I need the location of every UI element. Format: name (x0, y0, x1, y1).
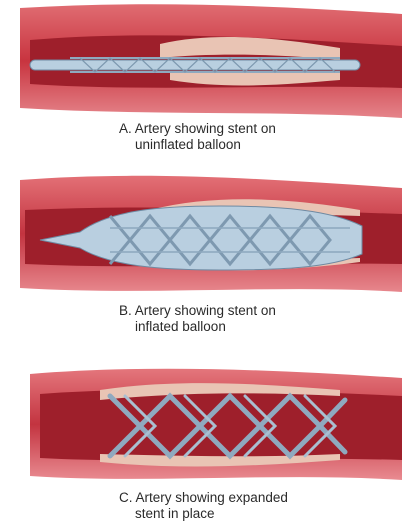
catheter-balloon (30, 60, 360, 70)
caption-b-line1: B. Artery showing stent on (119, 303, 276, 318)
caption-c-line1: C. Artery showing expanded (119, 490, 288, 505)
caption-a-line2: uninflated balloon (119, 137, 389, 153)
caption-b: B. Artery showing stent on inflated ball… (119, 303, 389, 335)
artery-a-illustration (0, 0, 402, 120)
artery-b-illustration (0, 170, 402, 300)
panel-a: A. Artery showing stent on uninflated ba… (0, 0, 402, 160)
caption-a-line1: A. Artery showing stent on (119, 121, 276, 136)
panel-b: B. Artery showing stent on inflated ball… (0, 170, 402, 350)
caption-c-line2: stent in place (119, 506, 389, 522)
caption-a: A. Artery showing stent on uninflated ba… (119, 121, 389, 153)
artery-c-illustration (0, 360, 402, 486)
caption-c: C. Artery showing expanded stent in plac… (119, 490, 389, 522)
panel-c: C. Artery showing expanded stent in plac… (0, 360, 402, 532)
caption-b-line2: inflated balloon (119, 319, 389, 335)
